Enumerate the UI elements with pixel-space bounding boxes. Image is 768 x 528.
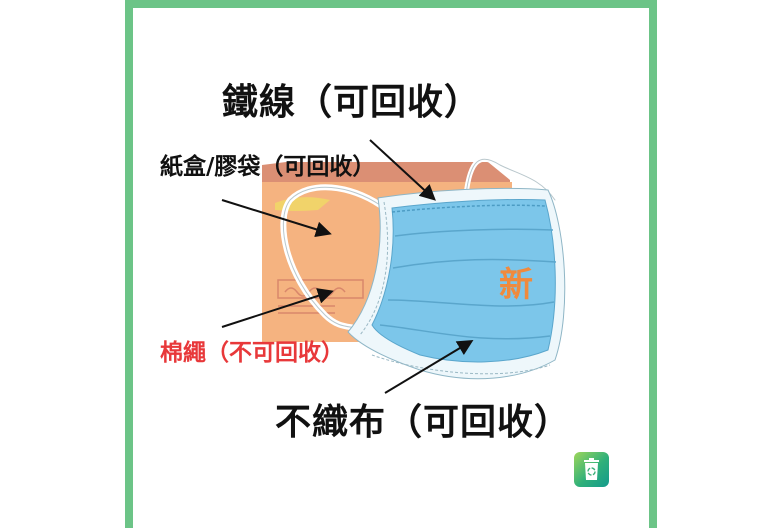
recycle-bin-icon (574, 452, 609, 487)
mask-mark-text: 新 (499, 265, 533, 305)
face-mask (347, 187, 566, 380)
mask-illustration (221, 139, 566, 394)
pointer-arrows (221, 139, 474, 394)
nonwoven-label: 不織布（可回收） (275, 402, 572, 443)
ear-loops (280, 156, 558, 333)
green-frame (125, 0, 657, 528)
cotton-rope-label: 棉繩（不可回收） (160, 340, 344, 366)
wire-label: 鐵線（可回收） (222, 82, 482, 123)
box-bag-label: 紙盒/膠袋（可回收） (160, 154, 376, 180)
